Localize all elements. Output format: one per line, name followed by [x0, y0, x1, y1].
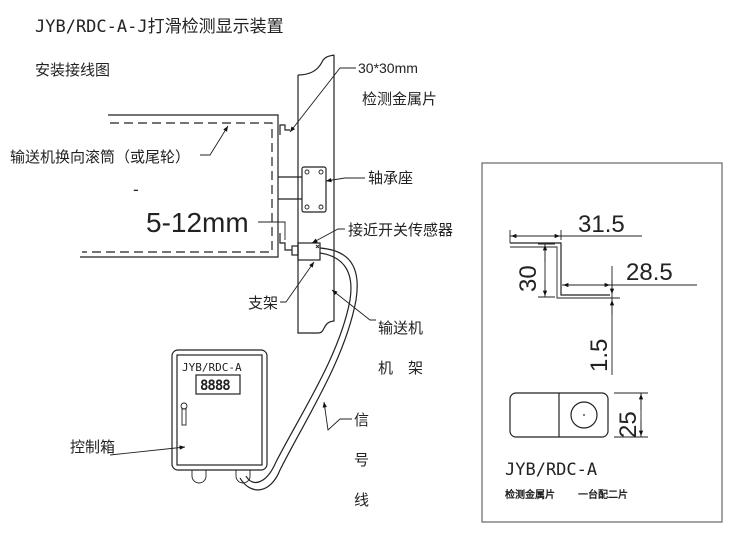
sensor-label: 接近开关传感器 [348, 221, 453, 239]
diagram-title: JYB/RDC-A-J打滑检测显示装置 [35, 17, 284, 37]
diagram-subtitle: 安装接线图 [35, 61, 110, 79]
bracket-leader [280, 261, 315, 303]
signal-leader [322, 401, 352, 431]
conveyor-frame [297, 54, 335, 334]
proximity-sensor [279, 233, 321, 261]
bearing-label: 轴承座 [368, 169, 413, 187]
frame-label-line2: 机 架 [378, 359, 423, 377]
detail-model: JYB/RDC-A [505, 460, 597, 480]
bearing-leader [325, 177, 365, 183]
detail-quantity: 一台配二片 [578, 488, 628, 501]
gap-label: 5-12mm [146, 207, 249, 238]
bracket-label: 支架 [248, 294, 278, 312]
keyhole-icon [180, 402, 188, 426]
dim-plate: 25 [615, 411, 642, 438]
cable-glands [191, 470, 251, 484]
control-box-model: JYB/RDC-A [182, 361, 242, 374]
metal-plate-leader [289, 67, 356, 133]
detail-caption: 检测金属片 [505, 488, 555, 501]
gap-dash: - [133, 180, 139, 199]
control-box-display: 8888 [200, 378, 230, 394]
control-box-leader [109, 445, 186, 456]
signal-label-1: 信 [354, 411, 369, 429]
dim-height: 30 [515, 265, 542, 292]
control-box-label: 控制箱 [70, 438, 115, 456]
pulley-label: 输送机换向滚筒（或尾轮） [10, 148, 190, 166]
bearing-block [278, 166, 327, 213]
gap-leader [258, 221, 286, 240]
frame-leader [331, 289, 376, 321]
sensor-leader [311, 228, 345, 244]
control-box: JYB/RDC-A 8888 [171, 349, 268, 484]
metal-plate-size-label: 30*30mm [358, 60, 418, 76]
dim-inner: 28.5 [626, 259, 673, 286]
pulley-leader [200, 125, 229, 156]
metal-plate-label: 检测金属片 [362, 90, 437, 108]
signal-label-2: 号 [354, 451, 369, 469]
signal-label-3: 线 [354, 491, 369, 509]
dim-width: 31.5 [578, 211, 625, 238]
conveyor-pulley [80, 114, 279, 258]
signal-cable [239, 247, 358, 491]
metal-plate [279, 124, 290, 135]
dim-thickness: 1.5 [586, 339, 613, 372]
frame-label-line1: 输送机 [378, 319, 423, 337]
metal-plate-detail-panel: 31.5 30 28.5 1.5 25 JYB/RDC-A 检测金属片 一台配二… [481, 162, 723, 523]
